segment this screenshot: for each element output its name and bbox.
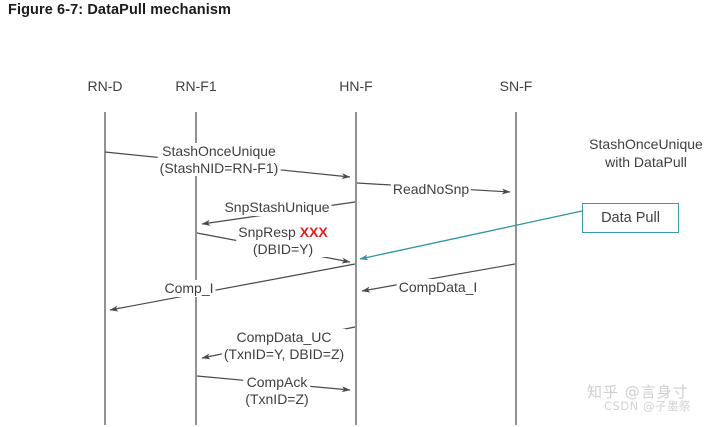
- figure-title: Figure 6-7: DataPull mechanism: [8, 2, 231, 18]
- message-line1: SnpStashUnique: [224, 199, 330, 215]
- message-line1: CompAck: [246, 374, 308, 390]
- arrow-comp-data-i: [361, 263, 516, 293]
- message-label-snp-stash-unique: SnpStashUnique: [222, 199, 332, 216]
- message-line1: Comp_I: [164, 280, 214, 296]
- message-line1: StashOnceUnique: [162, 143, 276, 159]
- message-line2: (TxnID=Y, DBID=Z): [223, 345, 345, 362]
- message-label-comp-ack: CompAck (TxnID=Z): [243, 374, 311, 408]
- message-line1: CompData_I: [398, 279, 478, 295]
- message-label-snp-resp: SnpResp XXX (DBID=Y): [236, 224, 330, 258]
- annotation-note: StashOnceUnique with DataPull: [589, 136, 703, 171]
- message-line2: (DBID=Y): [252, 240, 314, 257]
- message-label-read-no-snp: ReadNoSnp: [390, 181, 472, 198]
- arrow-comp-i: [109, 263, 356, 312]
- message-line2: (StashNID=RN-F1): [159, 159, 279, 176]
- lifeline-label-hn-f: HN-F: [339, 78, 373, 94]
- lifeline-label-rn-f1: RN-F1: [175, 78, 217, 94]
- watermark-zhihu: 知乎 @言身寸: [587, 383, 689, 401]
- watermark-csdn: CSDN @子墨祭: [604, 399, 691, 413]
- message-highlight-token: XXX: [299, 224, 328, 240]
- message-label-comp-data-i: CompData_I: [396, 279, 480, 296]
- message-line1: ReadNoSnp: [392, 181, 470, 197]
- lifeline-label-rn-d: RN-D: [87, 78, 123, 94]
- message-label-stash-once-unique: StashOnceUnique (StashNID=RN-F1): [157, 143, 281, 177]
- annotation-note-line2: with DataPull: [605, 153, 687, 170]
- lifeline-label-sn-f: SN-F: [499, 78, 533, 94]
- message-label-comp-data-uc: CompData_UC (TxnID=Y, DBID=Z): [221, 329, 347, 363]
- message-line2: (TxnID=Z): [245, 390, 309, 407]
- message-line1: CompData_UC: [236, 329, 332, 345]
- message-label-comp-i: Comp_I: [162, 280, 216, 297]
- message-line1: SnpResp XXX: [238, 224, 328, 240]
- data-pull-leader-line: [359, 210, 583, 261]
- data-pull-callout-box: Data Pull: [582, 203, 679, 233]
- annotation-note-line1: StashOnceUnique: [589, 136, 703, 152]
